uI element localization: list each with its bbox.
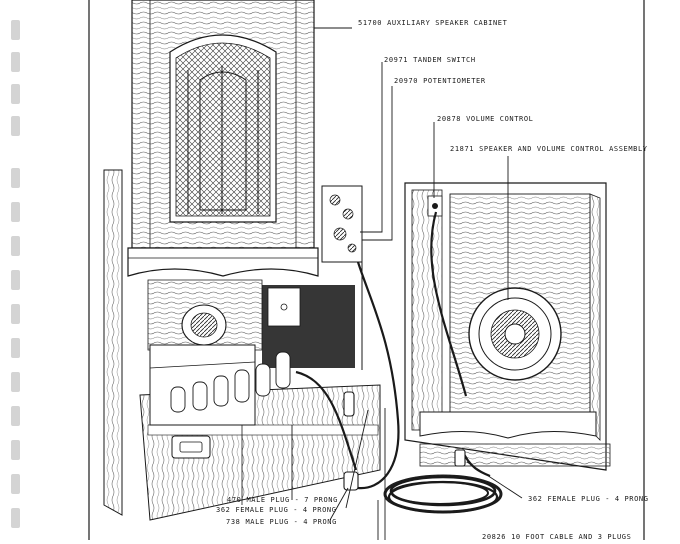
speaker-assembly xyxy=(404,182,611,471)
auxiliary-speaker-cabinet xyxy=(127,0,319,277)
callout-label: FEMALE PLUG - 4 PRONG xyxy=(547,495,649,503)
callout-number: 21871 xyxy=(450,145,475,153)
callout-label: MALE PLUG - 7 PRONG xyxy=(246,496,338,504)
callout-male-plug-7-prong: 470 MALE PLUG - 7 PRONG xyxy=(227,497,338,504)
control-panel xyxy=(321,185,363,370)
callout-cable-and-plugs: 20826 10 FOOT CABLE AND 3 PLUGS xyxy=(482,534,631,541)
binder-holes xyxy=(11,20,20,528)
leader-lines xyxy=(291,27,523,540)
callout-number: 362 xyxy=(216,506,231,514)
callout-auxiliary-speaker-cabinet: 51700 AUXILIARY SPEAKER CABINET xyxy=(358,20,507,27)
callout-speaker-volume-assembly: 21871 SPEAKER AND VOLUME CONTROL ASSEMBLY xyxy=(450,146,648,153)
callout-number: 20826 xyxy=(482,533,507,541)
callout-potentiometer: 20970 POTENTIOMETER xyxy=(394,78,486,85)
callout-number: 51700 xyxy=(358,19,383,27)
callout-tandem-switch: 20971 TANDEM SWITCH xyxy=(384,57,476,64)
callout-male-plug-4-prong: 738 MALE PLUG - 4 PRONG xyxy=(226,519,337,526)
callout-number: 20971 xyxy=(384,56,409,64)
callout-number: 20878 xyxy=(437,115,462,123)
callout-label: TANDEM SWITCH xyxy=(413,56,476,64)
callout-number: 470 xyxy=(227,496,242,504)
callout-number: 362 xyxy=(528,495,543,503)
callout-label: 10 FOOT CABLE AND 3 PLUGS xyxy=(511,533,632,541)
callout-label: MALE PLUG - 4 PRONG xyxy=(245,518,337,526)
callout-label: POTENTIOMETER xyxy=(423,77,486,85)
callout-label: AUXILIARY SPEAKER CABINET xyxy=(387,19,508,27)
callout-number: 20970 xyxy=(394,77,419,85)
callout-volume-control: 20878 VOLUME CONTROL xyxy=(437,116,533,123)
callout-female-plug-4-prong-right: 362 FEMALE PLUG - 4 PRONG xyxy=(528,496,649,503)
callout-label: FEMALE PLUG - 4 PRONG xyxy=(235,506,337,514)
callout-female-plug-4-prong-left: 362 FEMALE PLUG - 4 PRONG xyxy=(216,507,337,514)
console-cabinet xyxy=(103,169,381,521)
callout-number: 738 xyxy=(226,518,241,526)
cable-coil xyxy=(383,474,503,514)
callout-label: SPEAKER AND VOLUME CONTROL ASSEMBLY xyxy=(479,145,648,153)
callout-label: VOLUME CONTROL xyxy=(466,115,534,123)
plugs xyxy=(343,391,466,491)
